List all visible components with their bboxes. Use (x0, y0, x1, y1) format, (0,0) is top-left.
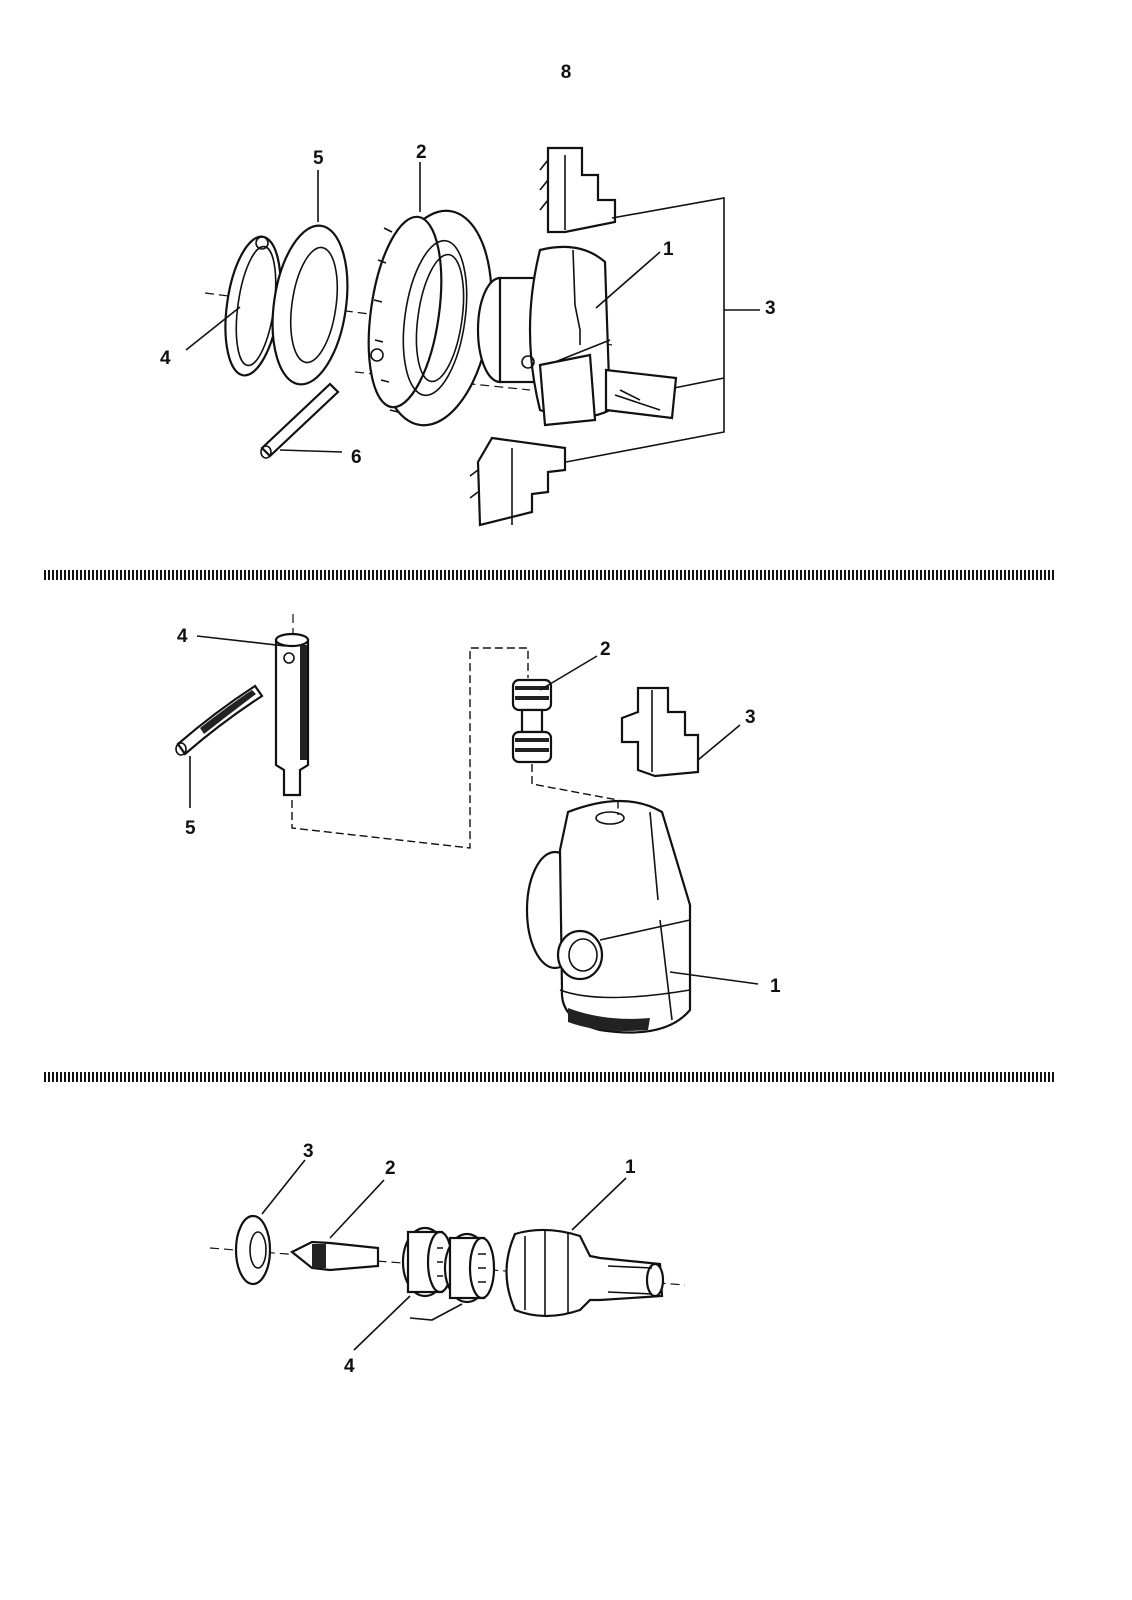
callout-3: 3 (765, 298, 776, 319)
leader-6 (279, 449, 343, 453)
callout-5: 5 (313, 148, 324, 169)
callout-1: 1 (625, 1157, 636, 1178)
callout-4: 4 (344, 1356, 355, 1377)
jaw-part (620, 686, 700, 778)
leader-2 (539, 655, 598, 691)
callout-4: 4 (177, 626, 188, 647)
assembly-path-line (291, 647, 529, 849)
screw-part (511, 678, 553, 764)
key-shaft-part (274, 614, 310, 797)
page-number: 8 (560, 62, 572, 83)
leader-4 (353, 1295, 463, 1351)
leader-1 (595, 251, 661, 309)
callout-3: 3 (303, 1141, 314, 1162)
pin-part (260, 382, 340, 459)
leader-3 (261, 1159, 306, 1215)
center-point-part (289, 1240, 380, 1272)
callout-3: 3 (745, 707, 756, 728)
nut-part (234, 1214, 272, 1286)
callout-5: 5 (185, 818, 196, 839)
callout-2: 2 (600, 639, 611, 660)
leader-4 (196, 635, 286, 647)
chuck-body-large-part (525, 799, 692, 1034)
leader-1 (669, 971, 759, 985)
callout-1: 1 (770, 976, 781, 997)
washer-part (271, 224, 349, 386)
ring-nut-part (367, 209, 493, 427)
panel-chuck-assembly: 5 2 1 3 4 6 (160, 142, 776, 527)
jaws-part (469, 146, 725, 527)
callout-1: 1 (663, 239, 674, 260)
chuck-body-part (476, 245, 612, 427)
panel-chuck-body-detail: 4 2 3 5 1 (175, 614, 781, 1034)
callout-2: 2 (416, 142, 427, 163)
callout-4: 4 (160, 348, 171, 369)
leader-2 (329, 1179, 385, 1239)
callout-2: 2 (385, 1158, 396, 1179)
panel-live-center: 3 2 1 4 (209, 1141, 686, 1377)
leader-1 (571, 1177, 627, 1231)
center-body-part (505, 1228, 665, 1318)
bearings-part (401, 1226, 496, 1304)
handle-part (175, 684, 264, 756)
leader-4 (185, 306, 241, 351)
assembly-path-line-2 (531, 764, 619, 815)
callout-6: 6 (351, 447, 362, 468)
leader-3 (697, 724, 741, 761)
